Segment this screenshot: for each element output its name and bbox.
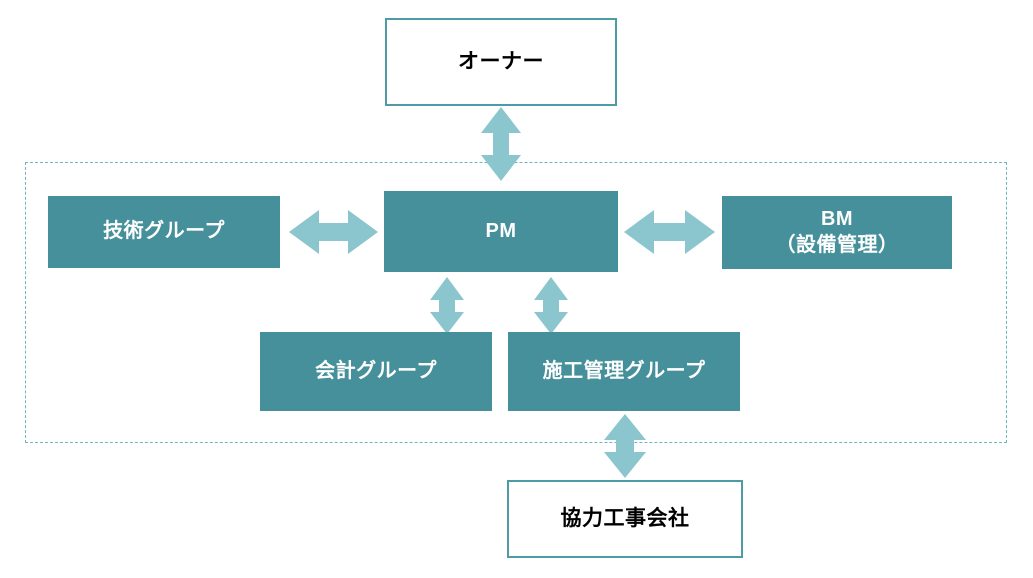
node-partner-construction-company-label: 協力工事会社 <box>560 506 690 530</box>
node-technical-group-label: 技術グループ <box>103 220 225 243</box>
node-construction-management-group-label: 施工管理グループ <box>542 359 706 382</box>
node-construction-management-group[interactable]: 施工管理グループ <box>508 332 740 411</box>
node-accounting-group-label: 会計グループ <box>315 359 437 382</box>
node-accounting-group[interactable]: 会計グループ <box>260 332 492 411</box>
node-owner[interactable]: オーナー <box>385 18 617 106</box>
node-partner-construction-company[interactable]: 協力工事会社 <box>507 480 743 558</box>
node-owner-label: オーナー <box>458 49 544 73</box>
node-technical-group[interactable]: 技術グループ <box>48 196 280 268</box>
node-bm-label: BM （設備管理） <box>775 207 899 256</box>
node-pm-label: PM <box>485 219 517 242</box>
node-bm[interactable]: BM （設備管理） <box>722 196 952 269</box>
node-pm[interactable]: PM <box>384 191 618 272</box>
